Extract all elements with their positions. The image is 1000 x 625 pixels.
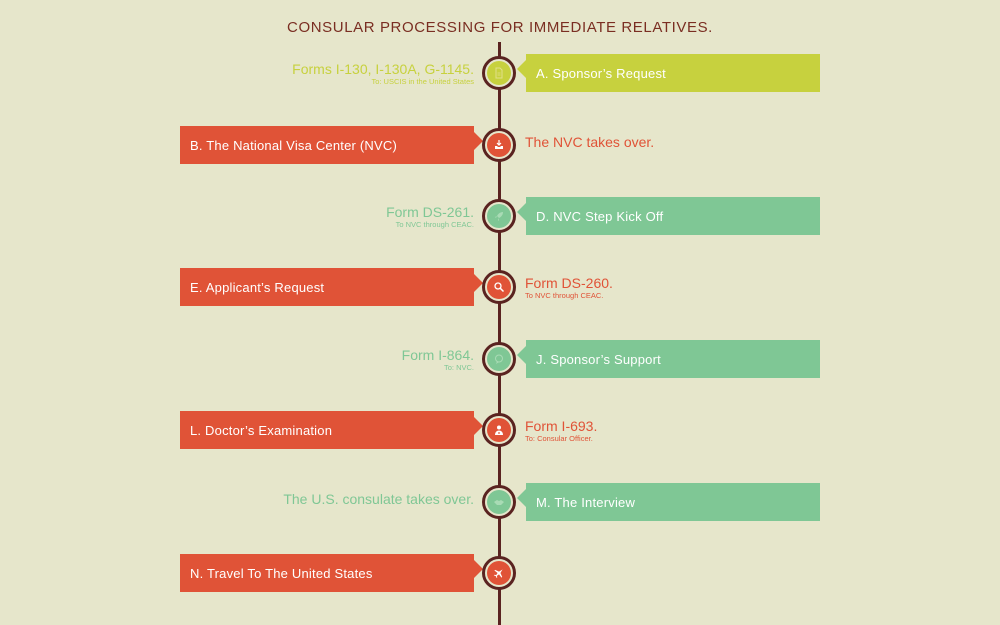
step-j-node[interactable]: [482, 342, 516, 376]
step-l-node[interactable]: [482, 413, 516, 447]
step-j-note-main: Form I-864.: [401, 347, 474, 363]
step-n: N. Travel To The United States: [0, 554, 1000, 592]
document-icon: [487, 61, 511, 85]
step-e-tag[interactable]: E. Applicant’s Request: [180, 268, 483, 306]
magnifier-icon: [487, 275, 511, 299]
page-title: CONSULAR PROCESSING FOR IMMEDIATE RELATI…: [287, 19, 713, 36]
step-a-note-sub: To: USCIS in the United States: [371, 77, 474, 86]
step-b: B. The National Visa Center (NVC) The NV…: [0, 126, 1000, 164]
step-e-note-main: Form DS-260.: [525, 275, 613, 291]
step-a-tag[interactable]: A. Sponsor’s Request: [517, 54, 820, 92]
step-l-note-main: Form I-693.: [525, 418, 598, 434]
handshake-icon: [487, 490, 511, 514]
step-d-note-main: Form DS-261.: [386, 204, 474, 220]
step-d-node[interactable]: [482, 199, 516, 233]
step-m-note: The U.S. consulate takes over.: [283, 492, 474, 506]
step-l-note: Form I-693. To: Consular Officer.: [525, 419, 597, 443]
step-m-tag[interactable]: M. The Interview: [517, 483, 820, 521]
step-e-label: E. Applicant’s Request: [190, 279, 325, 295]
step-n-tag[interactable]: N. Travel To The United States: [180, 554, 483, 592]
step-d-note-sub: To NVC through CEAC.: [395, 220, 474, 229]
step-n-node[interactable]: [482, 556, 516, 590]
step-e-note: Form DS-260. To NVC through CEAC.: [525, 276, 613, 300]
step-d-tag[interactable]: D. NVC Step Kick Off: [517, 197, 820, 235]
step-d-note: Form DS-261. To NVC through CEAC.: [386, 205, 474, 229]
step-b-node[interactable]: [482, 128, 516, 162]
step-j-note-sub: To: NVC.: [443, 363, 474, 372]
step-d: Form DS-261. To NVC through CEAC. D. NVC…: [0, 197, 1000, 235]
doctor-icon: [487, 418, 511, 442]
step-e-note-sub: To NVC through CEAC.: [525, 291, 604, 300]
step-j: Form I-864. To: NVC. J. Sponsor’s Suppor…: [0, 340, 1000, 378]
step-j-note: Form I-864. To: NVC.: [402, 348, 474, 372]
timeline-line: [498, 42, 501, 625]
step-l-note-sub: To: Consular Officer.: [525, 434, 593, 443]
step-m-note-main: The U.S. consulate takes over.: [283, 491, 474, 507]
step-m-label: M. The Interview: [536, 494, 636, 510]
step-a-node[interactable]: [482, 56, 516, 90]
step-j-tag[interactable]: J. Sponsor’s Support: [517, 340, 820, 378]
step-j-label: J. Sponsor’s Support: [536, 351, 661, 367]
step-b-label: B. The National Visa Center (NVC): [190, 137, 397, 153]
inbox-download-icon: [487, 133, 511, 157]
step-a-label: A. Sponsor’s Request: [536, 65, 666, 81]
step-m: The U.S. consulate takes over. M. The In…: [0, 483, 1000, 521]
step-b-note-main: The NVC takes over.: [525, 134, 655, 150]
airplane-icon: [487, 561, 511, 585]
step-b-note: The NVC takes over.: [525, 135, 654, 149]
step-b-tag[interactable]: B. The National Visa Center (NVC): [180, 126, 483, 164]
step-m-node[interactable]: [482, 485, 516, 519]
step-a-note: Forms I-130, I-130A, G-1145. To: USCIS i…: [292, 62, 474, 86]
step-e: E. Applicant’s Request Form DS-260. To N…: [0, 268, 1000, 306]
step-l-tag[interactable]: L. Doctor’s Examination: [180, 411, 483, 449]
step-l: L. Doctor’s Examination Form I-693. To: …: [0, 411, 1000, 449]
step-d-label: D. NVC Step Kick Off: [536, 208, 664, 224]
chat-bubble-icon: [487, 347, 511, 371]
step-a: Forms I-130, I-130A, G-1145. To: USCIS i…: [0, 54, 1000, 92]
rocket-icon: [487, 204, 511, 228]
step-n-label: N. Travel To The United States: [190, 565, 373, 581]
step-a-note-main: Forms I-130, I-130A, G-1145.: [292, 61, 474, 77]
step-l-label: L. Doctor’s Examination: [190, 422, 333, 438]
step-e-node[interactable]: [482, 270, 516, 304]
